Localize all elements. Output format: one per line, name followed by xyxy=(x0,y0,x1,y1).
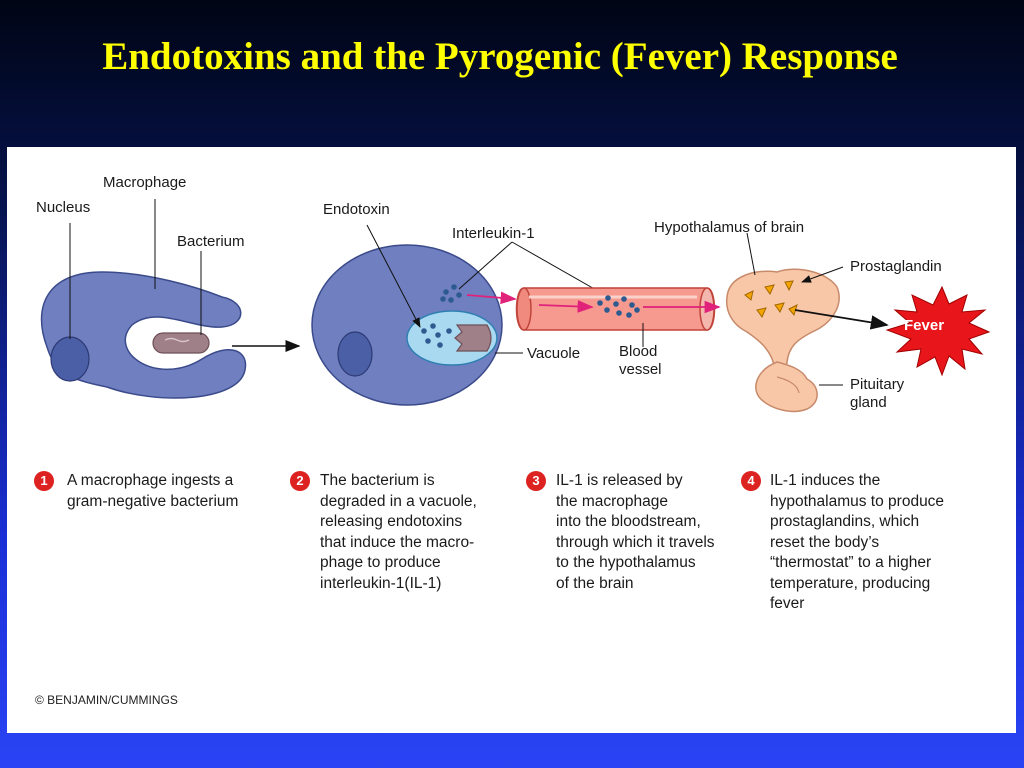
step-3-badge: 3 xyxy=(526,471,546,491)
step-4-text: IL-1 induces the hypothalamus to produce… xyxy=(770,472,945,612)
blood-vessel xyxy=(515,287,721,331)
label-pituitary: Pituitary gland xyxy=(850,376,905,411)
macrophage-1 xyxy=(40,271,247,399)
label-prostaglandin: Prostaglandin xyxy=(850,258,942,275)
label-endotoxin: Endotoxin xyxy=(323,201,390,218)
label-hypothalamus: Hypothalamus of brain xyxy=(654,219,805,236)
label-bacterium: Bacterium xyxy=(177,233,245,250)
label-macrophage: Macrophage xyxy=(103,174,187,191)
label-vacuole: Vacuole xyxy=(527,345,581,362)
diagram-illustration xyxy=(40,199,991,413)
label-blood-vessel: Blood vessel xyxy=(619,343,662,378)
label-interleukin: Interleukin-1 xyxy=(452,225,535,242)
prostaglandin-triangles xyxy=(744,280,798,319)
slide-title: Endotoxins and the Pyrogenic (Fever) Res… xyxy=(102,35,898,78)
nucleus-2 xyxy=(337,331,373,377)
label-nucleus: Nucleus xyxy=(36,199,91,216)
nucleus-1 xyxy=(50,336,90,382)
label-fever: Fever xyxy=(904,317,945,334)
copyright: © BENJAMIN/CUMMINGS xyxy=(35,693,178,707)
bacterium-2 xyxy=(454,324,492,352)
step-2-badge: 2 xyxy=(290,471,310,491)
step-3-text: IL-1 is released by the macrophage into … xyxy=(556,472,715,592)
fever-burst xyxy=(885,285,991,377)
step-1-text: A macrophage ingests a gram-negative bac… xyxy=(67,472,239,510)
step-1-badge: 1 xyxy=(34,471,54,491)
bacterium-1 xyxy=(152,332,210,354)
hypothalamus xyxy=(725,268,840,413)
diagram-panel: Macrophage Nucleus Bacterium Endotoxin I… xyxy=(7,147,1016,733)
macrophage-2 xyxy=(311,244,503,406)
step-2-text: The bacterium is degraded in a vacuole, … xyxy=(320,472,477,592)
pituitary-gland xyxy=(755,361,818,413)
step-4-badge: 4 xyxy=(741,471,761,491)
